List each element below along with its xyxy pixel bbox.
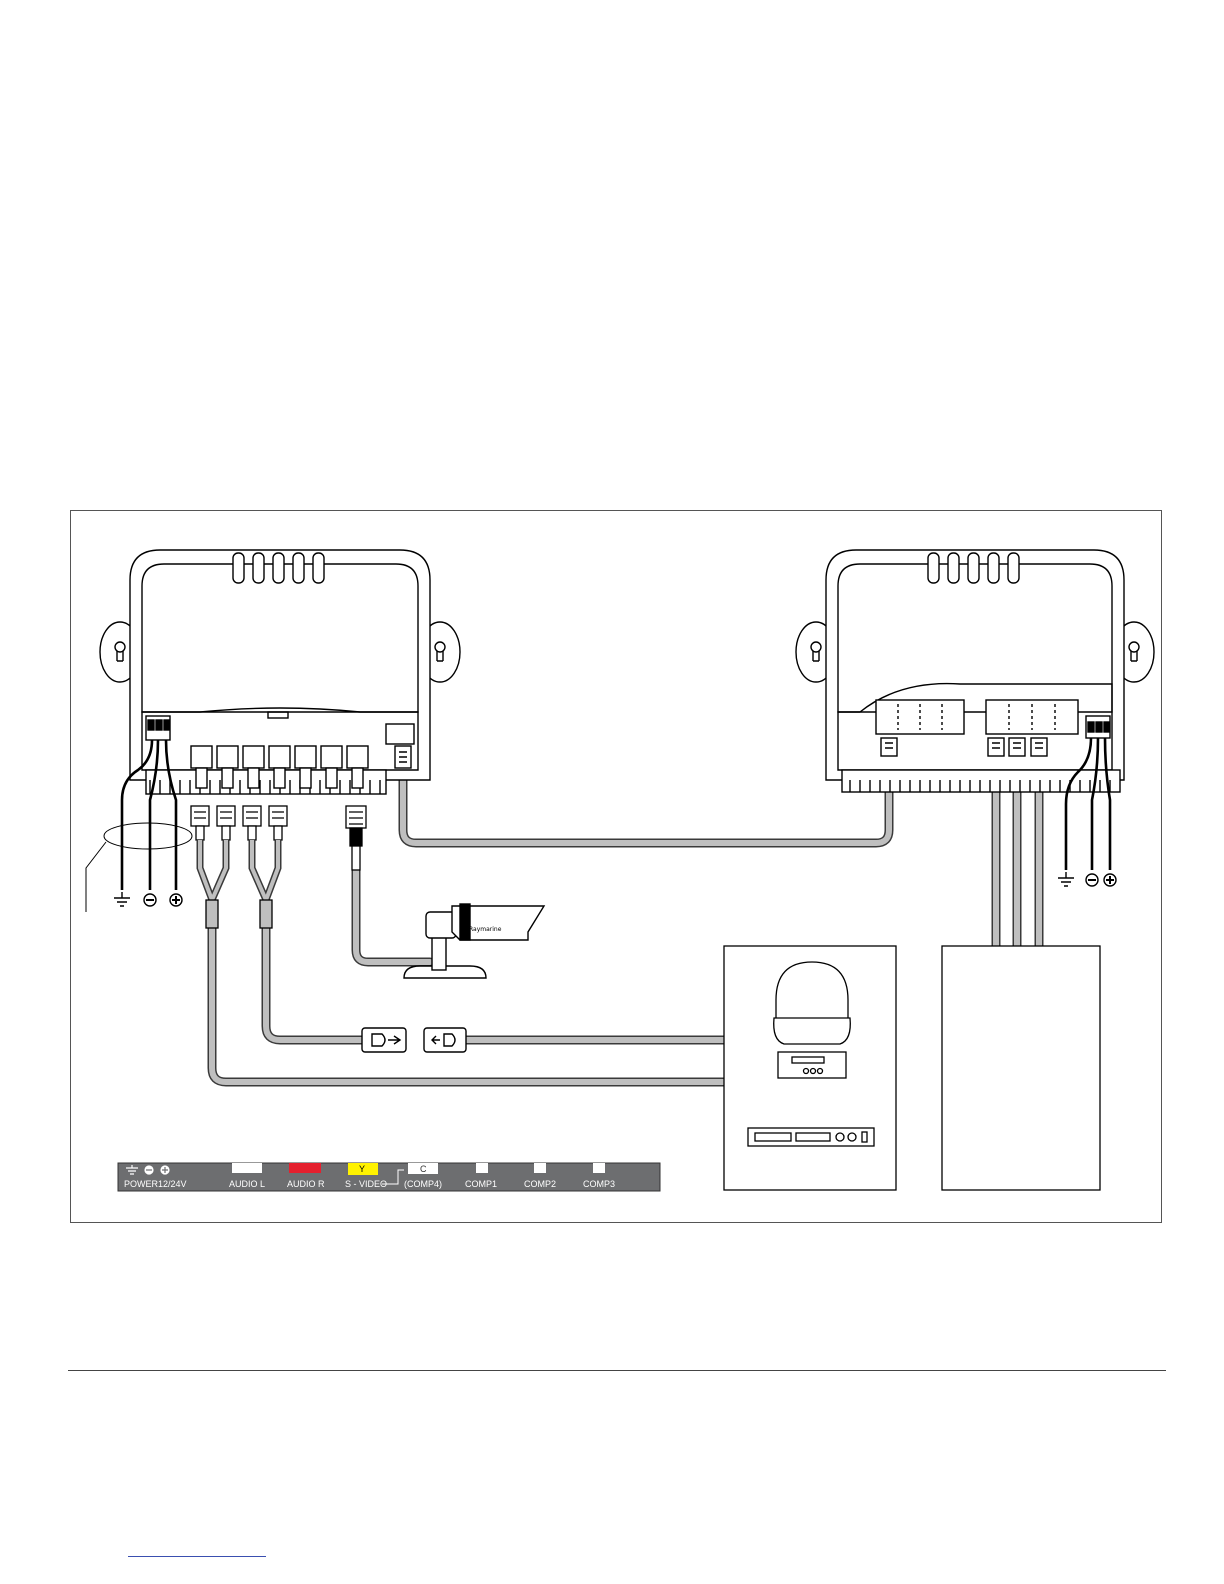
strip-comp1-label: COMP1 <box>465 1179 497 1189</box>
camera-bnc-plug <box>346 806 366 870</box>
right-power-symbols <box>1058 872 1116 886</box>
dvd-player-icon <box>748 1128 874 1146</box>
left-power-symbols <box>114 892 182 906</box>
negative-symbol <box>144 894 156 906</box>
footer-link-underline <box>128 1556 266 1557</box>
comp2-swatch <box>534 1163 546 1173</box>
connector-panel-strip: POWER 12/24V AUDIO L AUDIO R Y S - VIDEO… <box>118 1163 660 1191</box>
positive-symbol <box>170 894 182 906</box>
strip-audio-r-label: AUDIO R <box>287 1179 325 1189</box>
satellite-dome-icon <box>774 962 851 1044</box>
strip-voltage-label: 12/24V <box>158 1179 187 1189</box>
left-unit-network-port-cover <box>386 724 414 744</box>
receiver-icon <box>778 1052 846 1078</box>
audio-l-swatch <box>232 1163 262 1173</box>
comp3-swatch <box>593 1163 605 1173</box>
camera-cable <box>356 870 430 962</box>
cables <box>212 752 1039 1082</box>
right-ground-symbol <box>1058 872 1074 886</box>
strip-comp3-label: COMP3 <box>583 1179 615 1189</box>
left-unit-power-terminal <box>146 716 170 740</box>
right-positive-symbol <box>1104 874 1116 886</box>
audio-r-swatch <box>289 1163 321 1173</box>
strip-svideo-label: S - VIDEO <box>345 1179 387 1189</box>
comp1-swatch <box>476 1163 488 1173</box>
audio-connectors <box>362 1028 466 1052</box>
y-splitters <box>200 840 278 928</box>
audio-socket <box>424 1028 466 1052</box>
strip-y-label: Y <box>359 1164 365 1174</box>
strip-comp4-label: (COMP4) <box>404 1179 442 1189</box>
strip-comp2-label: COMP2 <box>524 1179 556 1189</box>
camera: Raymarine <box>404 904 544 978</box>
av-sources-box <box>724 946 896 1190</box>
video-cable <box>212 928 724 1082</box>
right-unit-housing <box>826 550 1124 780</box>
network-cable <box>403 752 889 843</box>
strip-c-label: C <box>420 1164 427 1174</box>
page-divider <box>68 1370 1166 1371</box>
left-unit-network-plug <box>395 746 411 768</box>
network-device-box <box>942 946 1100 1190</box>
audio-cable <box>266 928 724 1040</box>
right-negative-symbol <box>1086 874 1098 886</box>
left-unit <box>100 550 460 794</box>
right-unit <box>796 550 1154 792</box>
strip-audio-l-label: AUDIO L <box>229 1179 265 1189</box>
ground-symbol <box>114 892 130 906</box>
camera-brand: Raymarine <box>469 926 502 933</box>
right-unit-power-terminal <box>1086 716 1110 738</box>
strip-power-label: POWER <box>124 1179 159 1189</box>
